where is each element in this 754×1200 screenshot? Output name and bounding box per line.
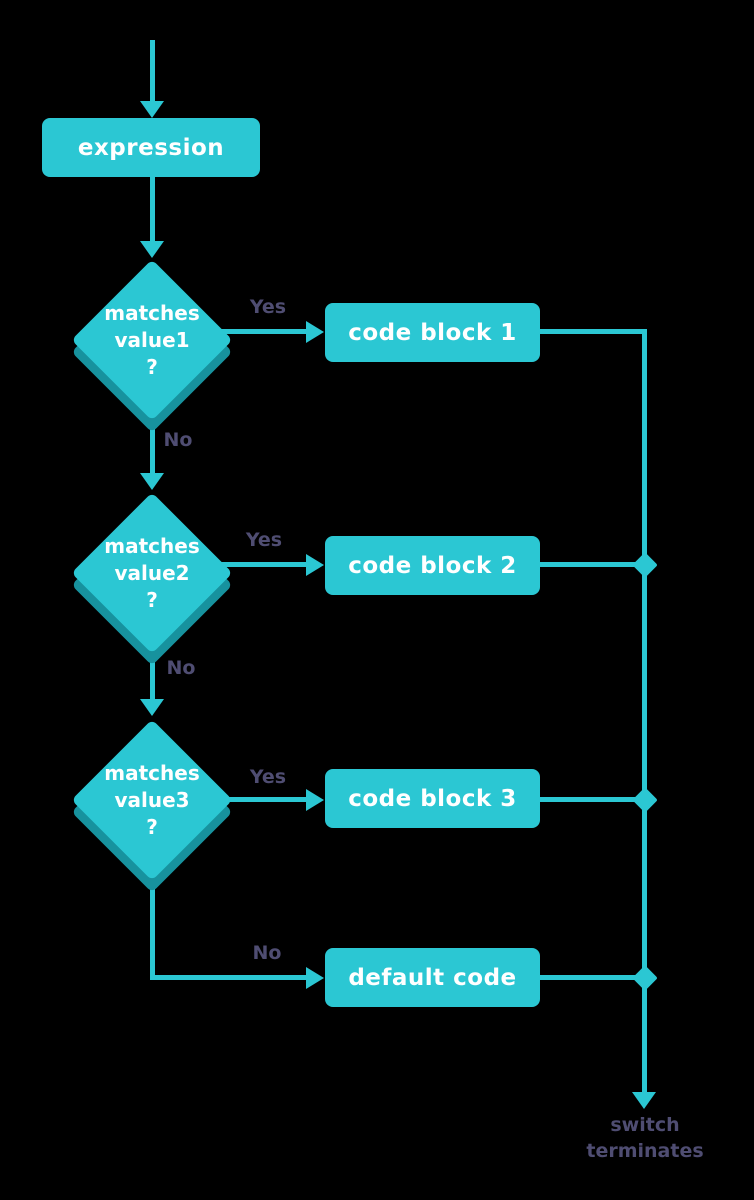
decision-label: matches value2 ? xyxy=(71,492,233,654)
connector-line-no1 xyxy=(150,415,155,477)
connector-line-yes2 xyxy=(220,562,308,567)
code-block-3-node: code block 3 xyxy=(325,769,540,828)
connector-line-yes3 xyxy=(220,797,308,802)
decision-node-value3: matches value3 ? xyxy=(71,719,233,893)
junction-dot xyxy=(632,552,658,578)
connector-line-no3-horizontal xyxy=(150,975,307,980)
terminator-line1: switch xyxy=(610,1114,680,1136)
connector-line-exit-block1 xyxy=(540,329,647,334)
no-label-2: No xyxy=(166,657,196,679)
decision-line1: matches xyxy=(104,760,200,785)
decision-line3: ? xyxy=(146,354,158,379)
expression-label: expression xyxy=(77,134,225,161)
code-block-1-node: code block 1 xyxy=(325,303,540,362)
decision-label: matches value1 ? xyxy=(71,259,233,421)
decision-label: matches value3 ? xyxy=(71,719,233,881)
arrowhead-down-icon xyxy=(632,1092,656,1109)
connector-line-exit-block3 xyxy=(540,797,647,802)
decision-line2: value2 xyxy=(114,560,190,585)
connector-line-exit-block2 xyxy=(540,562,647,567)
default-code-label: default code xyxy=(348,964,517,991)
connector-line-right-rail xyxy=(642,329,647,1096)
decision-line1: matches xyxy=(104,533,200,558)
no-label-3: No xyxy=(252,942,282,964)
arrowhead-right-icon xyxy=(306,967,324,989)
connector-line-exit-default xyxy=(540,975,647,980)
code-block-1-label: code block 1 xyxy=(348,319,517,346)
arrowhead-right-icon xyxy=(306,554,324,576)
no-label-1: No xyxy=(163,429,193,451)
switch-terminates-label: switch terminates xyxy=(586,1112,703,1164)
connector-line-expression-to-decision1 xyxy=(150,177,155,245)
terminator-line2: terminates xyxy=(586,1140,704,1162)
connector-line-entry xyxy=(150,40,155,106)
yes-label-2: Yes xyxy=(245,529,283,551)
expression-node: expression xyxy=(42,118,260,177)
junction-dot xyxy=(632,787,658,813)
decision-node-value2: matches value2 ? xyxy=(71,492,233,666)
default-code-node: default code xyxy=(325,948,540,1007)
arrowhead-right-icon xyxy=(306,321,324,343)
arrowhead-down-icon xyxy=(140,101,164,118)
arrowhead-down-icon xyxy=(140,241,164,258)
decision-line2: value3 xyxy=(114,787,190,812)
decision-line2: value1 xyxy=(114,327,190,352)
arrowhead-down-icon xyxy=(140,473,164,490)
arrowhead-right-icon xyxy=(306,789,324,811)
decision-line1: matches xyxy=(104,300,200,325)
code-block-3-label: code block 3 xyxy=(348,785,517,812)
connector-line-no2 xyxy=(150,645,155,703)
connector-line-yes1 xyxy=(220,329,308,334)
arrowhead-down-icon xyxy=(140,699,164,716)
code-block-2-node: code block 2 xyxy=(325,536,540,595)
decision-line3: ? xyxy=(146,587,158,612)
connector-line-no3-vertical xyxy=(150,878,155,980)
junction-dot xyxy=(632,965,658,991)
decision-node-value1: matches value1 ? xyxy=(71,259,233,433)
yes-label-1: Yes xyxy=(249,296,287,318)
decision-line3: ? xyxy=(146,814,158,839)
yes-label-3: Yes xyxy=(249,766,287,788)
code-block-2-label: code block 2 xyxy=(348,552,517,579)
